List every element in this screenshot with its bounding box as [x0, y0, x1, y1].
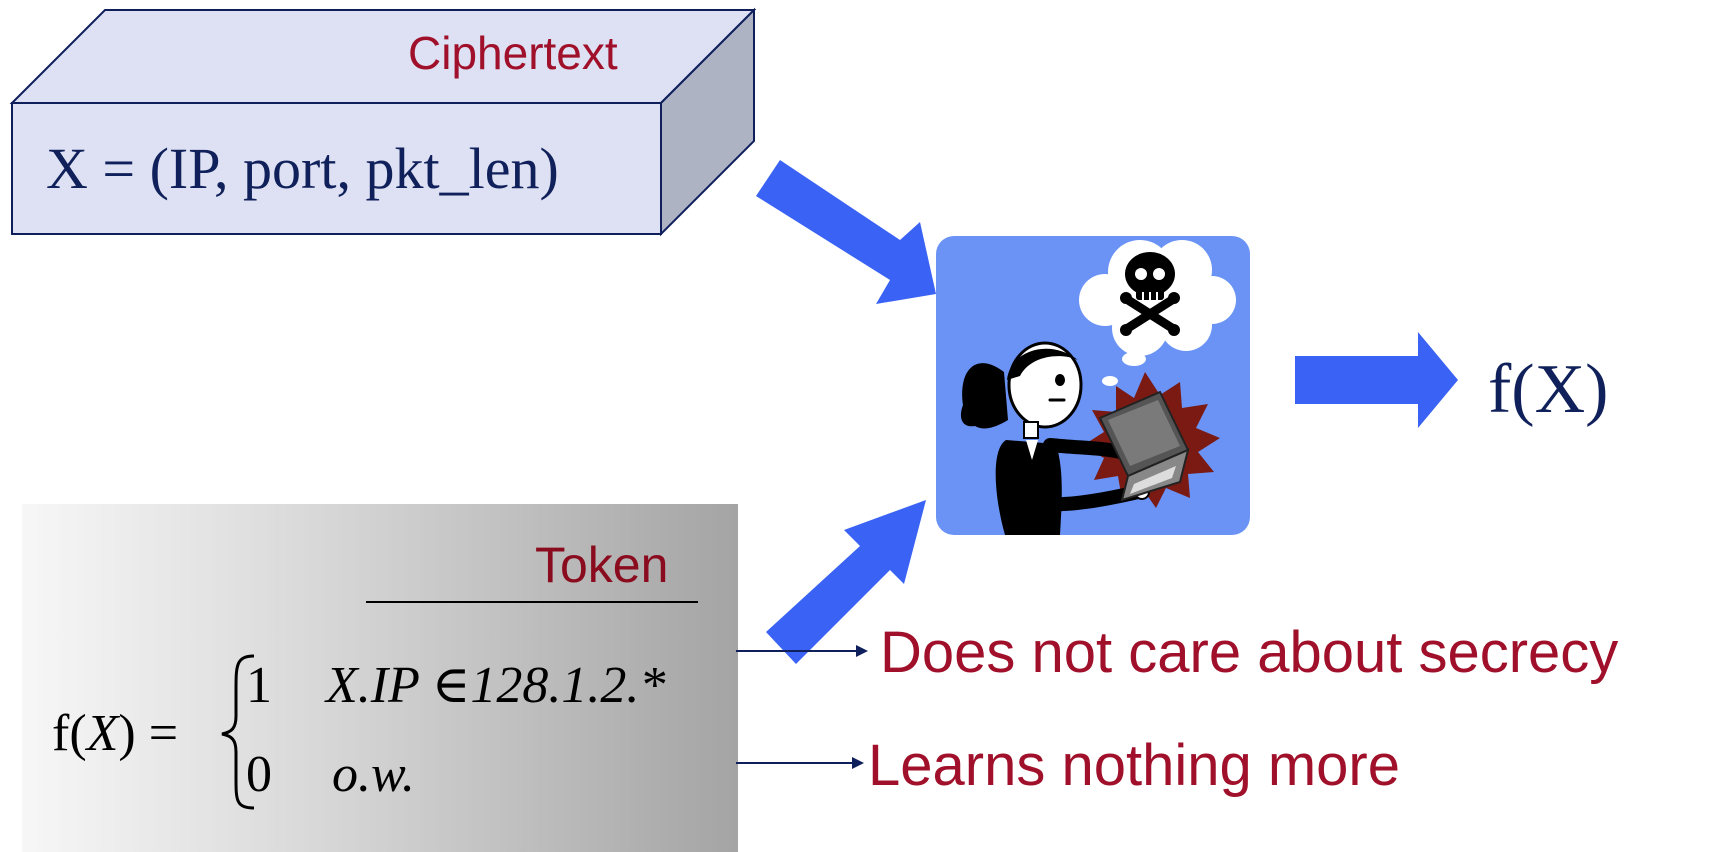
- ciphertext-title: Ciphertext: [408, 27, 618, 79]
- case-2-condition: o.w.: [332, 746, 415, 803]
- ciphertext-box-front: [11, 102, 662, 235]
- case-2-value: 0: [246, 746, 272, 803]
- laptop-icon: [1098, 390, 1190, 502]
- note-secrecy: Does not care about secrecy: [880, 620, 1619, 685]
- note-learns: Learns nothing more: [868, 733, 1400, 798]
- token-arrow: [766, 500, 926, 664]
- output-arrow: [1295, 332, 1458, 428]
- ciphertext-content: X = (IP, port, pkt_len): [46, 136, 559, 201]
- token-title: Token: [535, 537, 669, 593]
- skull-crossbones-icon: [1120, 252, 1180, 336]
- formula-lhs: f(X) =: [52, 705, 179, 762]
- case-1-condition: X.IP ∈128.1.2.*: [326, 657, 666, 714]
- pointer-head-secrecy: [856, 645, 868, 657]
- ciphertext-arrow: [756, 160, 936, 304]
- token-title-underline: [366, 601, 698, 603]
- attacker-figure: [960, 341, 1150, 535]
- pointer-head-learns: [852, 757, 864, 769]
- output-label: f(X): [1488, 351, 1609, 428]
- ciphertext-box: [9, 7, 757, 237]
- case-1-value: 1: [246, 657, 272, 714]
- token-panel: [22, 504, 738, 852]
